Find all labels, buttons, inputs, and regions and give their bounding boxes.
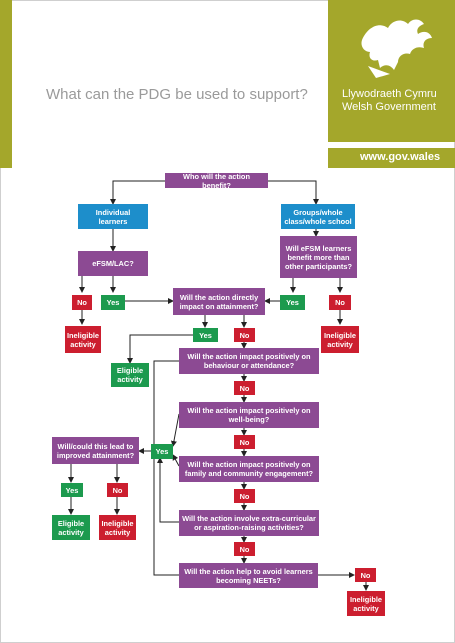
box-individual-learners: Individual learners: [78, 204, 148, 229]
result-ineligible-1: Ineligible activity: [65, 326, 101, 353]
box-groups-class-school: Groups/whole class/whole school: [281, 204, 355, 229]
answer-yes-efsm-lac: Yes: [101, 295, 125, 310]
logo-text-welsh: Llywodraeth Cymru: [342, 88, 437, 100]
result-ineligible-4: Ineligible activity: [347, 591, 385, 616]
answer-no-behaviour: No: [234, 381, 255, 395]
answer-yes-combined: Yes: [151, 444, 173, 459]
result-eligible-2: Eligible activity: [52, 515, 90, 540]
result-eligible-1: Eligible activity: [111, 363, 149, 387]
answer-yes-efsm-more: Yes: [280, 295, 305, 310]
website-url[interactable]: www.gov.wales: [360, 151, 441, 163]
question-avoid-neet: Will the action help to avoid learners b…: [179, 563, 318, 588]
answer-no-efsm-lac: No: [72, 295, 92, 310]
question-well-being: Will the action impact positively on wel…: [179, 402, 319, 428]
question-lead-to-attainment: Will/could this lead to improved attainm…: [52, 437, 139, 464]
result-ineligible-2: Ineligible activity: [321, 326, 359, 353]
answer-no-well-being: No: [234, 435, 255, 449]
question-family-community: Will the action impact positively on fam…: [179, 456, 319, 482]
answer-no-lead-attainment: No: [107, 483, 128, 497]
answer-no-neet: No: [355, 568, 376, 582]
result-ineligible-3: Ineligible activity: [99, 515, 136, 540]
question-who-benefits: Who will the action benefit?: [165, 172, 268, 190]
welsh-dragon-icon: [361, 19, 432, 78]
answer-no-attainment: No: [234, 328, 255, 342]
question-behaviour-attendance: Will the action impact positively on beh…: [179, 348, 319, 374]
answer-no-extra-curricular: No: [234, 542, 255, 556]
logo-text-english: Welsh Government: [342, 101, 436, 113]
page-title: What can the PDG be used to support?: [46, 86, 308, 103]
answer-no-family: No: [234, 489, 255, 503]
question-extra-curricular: Will the action involve extra-curricular…: [179, 510, 319, 536]
header-green-band: [0, 0, 12, 168]
url-banner: www.gov.wales: [328, 148, 455, 168]
welsh-government-logo: Llywodraeth Cymru Welsh Government: [328, 0, 455, 142]
answer-no-efsm-more: No: [329, 295, 351, 310]
question-efsm-benefit-more: Will eFSM learners benefit more than oth…: [280, 236, 357, 278]
answer-yes-attainment: Yes: [193, 328, 218, 342]
answer-yes-lead-attainment: Yes: [61, 483, 83, 497]
question-impact-attainment: Will the action directly impact on attai…: [173, 288, 265, 315]
question-efsm-lac: eFSM/LAC?: [78, 251, 148, 276]
